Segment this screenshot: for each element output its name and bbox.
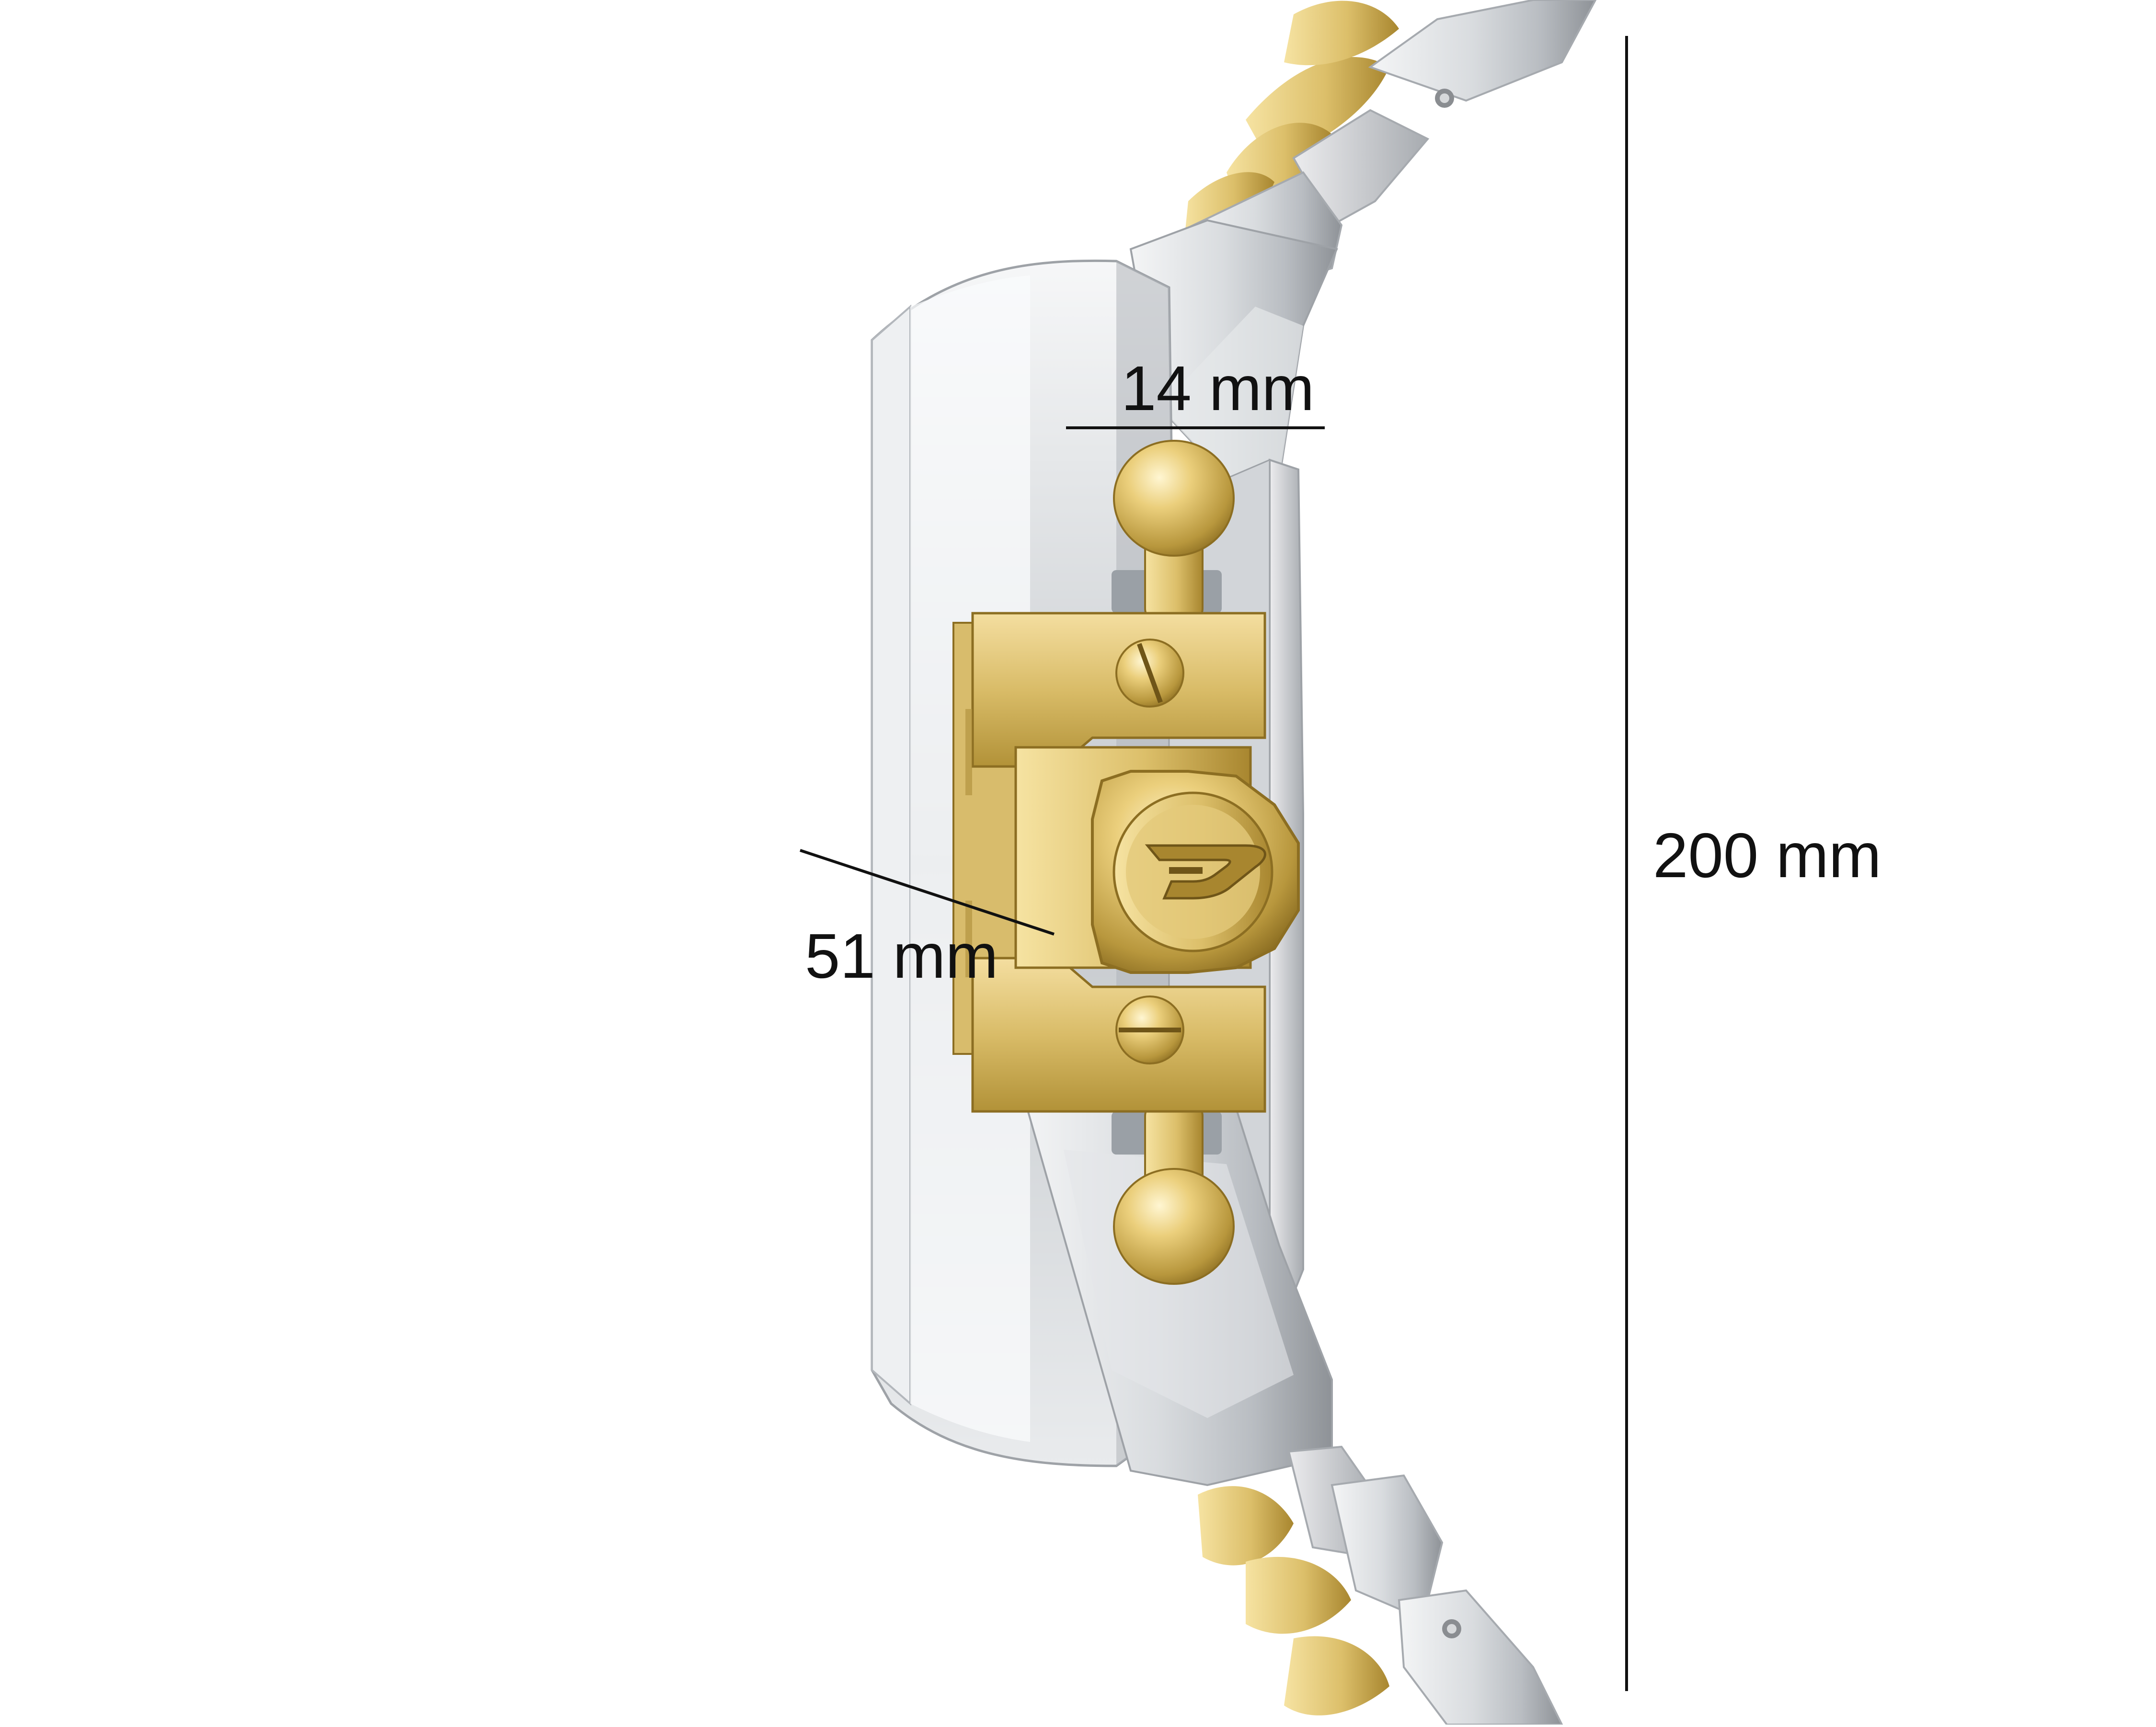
gold-link [1284,0,1399,66]
gold-link [1198,1486,1294,1566]
case-diameter-label: 51 mm [805,921,998,991]
gold-link [1246,1556,1351,1634]
pusher-bottom [1112,1101,1235,1285]
steel-link [1398,1589,1564,1726]
crown[interactable] [1091,770,1300,974]
link-pin-highlight [1447,1624,1456,1634]
lug-top [1129,219,1338,480]
steel-link [1368,0,1597,102]
bracelet-bottom [1198,1445,1564,1726]
total-length-label: 200 mm [1653,820,1881,891]
diesel-d-logo-icon [1145,844,1266,900]
diameter-dimension-line [800,849,1055,936]
dimension-lines [800,36,1628,1691]
gold-link [1284,1636,1389,1716]
link-pin-highlight [1440,93,1449,103]
steel-link [1330,1474,1444,1621]
pusher-top [1112,440,1235,624]
case-thickness-label: 14 mm [1121,353,1315,423]
